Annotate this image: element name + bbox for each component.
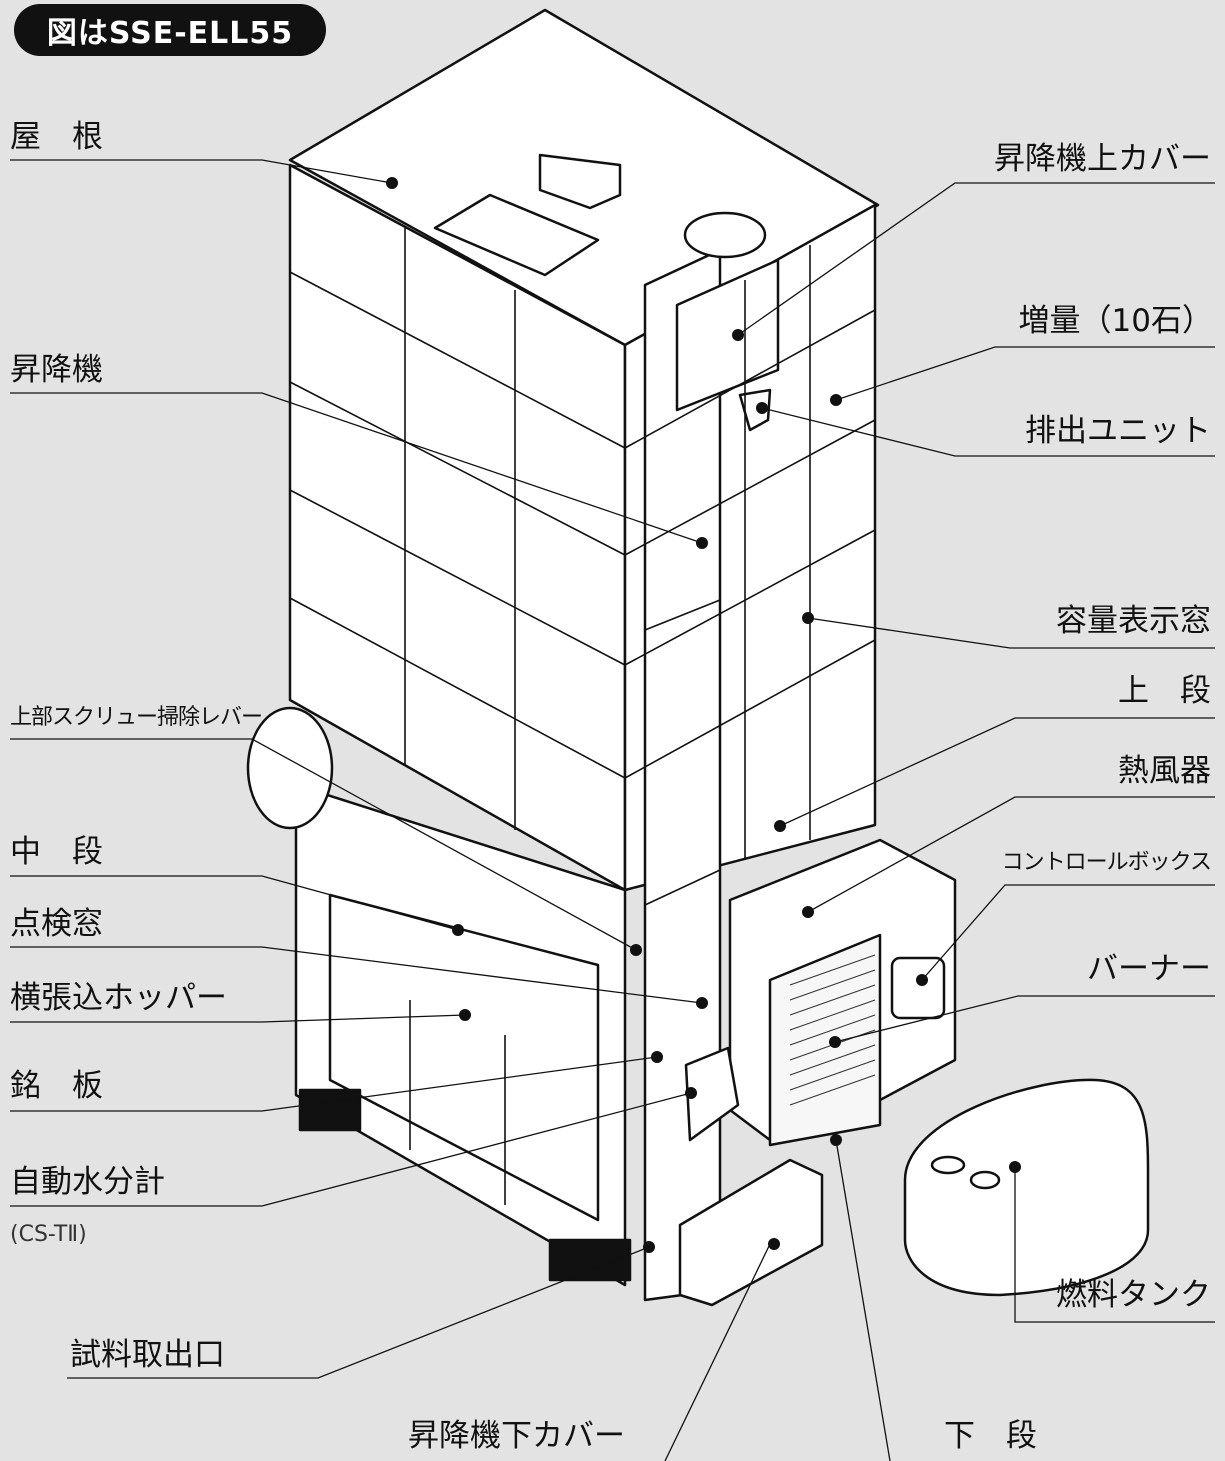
label-elevator-top-cover: 昇降機上カバー: [994, 141, 1211, 177]
label-nameplate: 銘 板: [10, 1068, 103, 1104]
model-badge: 図はSSE-ELL55: [14, 4, 326, 56]
label-elevator: 昇降機: [10, 352, 103, 388]
label-burner: バーナー: [1087, 951, 1211, 987]
label-moisture-meter-model: (CS-TⅡ): [10, 1222, 87, 1247]
label-roof: 屋 根: [10, 119, 103, 155]
label-sample-outlet: 試料取出口: [70, 1337, 225, 1373]
label-middle-stage: 中 段: [10, 834, 103, 870]
label-control-box: コントロールボックス: [1001, 850, 1212, 875]
label-side-hopper: 横張込ホッパー: [10, 980, 227, 1016]
elevator-bottom-cover-shape: [678, 1158, 824, 1307]
label-elevator-bottom-cover: 昇降機下カバー: [408, 1418, 625, 1454]
label-upper-screw-lever: 上部スクリュー掃除レバー: [10, 705, 263, 730]
elevator-top-cover-shape: [675, 258, 780, 412]
label-discharge-unit: 排出ユニット: [1025, 413, 1211, 449]
label-hot-air-unit: 熱風器: [1118, 753, 1211, 789]
fuel-tank-shape: [903, 1078, 1150, 1297]
label-inspection-window: 点検窓: [10, 906, 103, 942]
callout-dots: [386, 177, 1021, 1253]
label-capacity-window: 容量表示窓: [1056, 603, 1211, 639]
label-upper-stage: 上 段: [1118, 673, 1211, 709]
label-fuel-tank: 燃料タンク: [1056, 1277, 1211, 1313]
label-capacity-increase: 増量（10石）: [1018, 303, 1213, 339]
control-box-shape: [890, 956, 946, 1020]
label-moisture-meter: 自動水分計: [10, 1164, 165, 1200]
label-lower-stage: 下 段: [944, 1418, 1037, 1454]
